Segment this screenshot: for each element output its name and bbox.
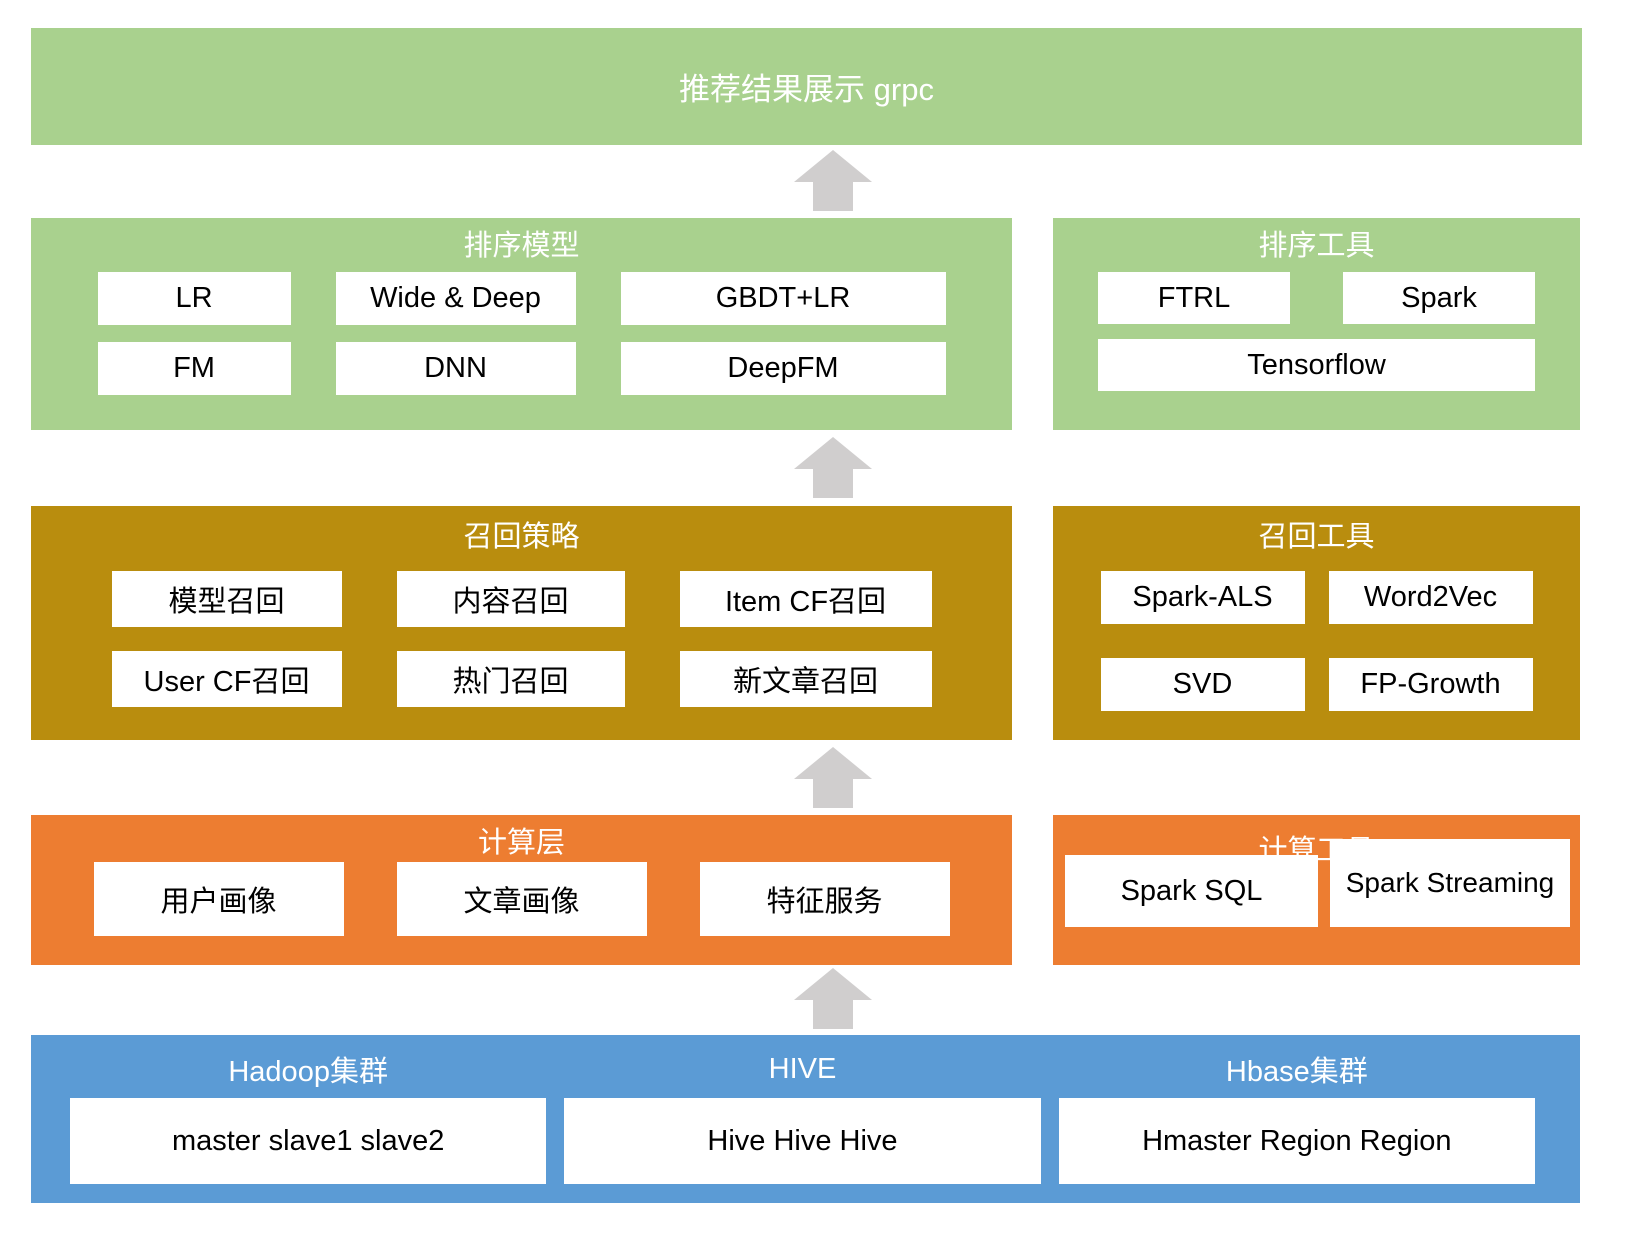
compute-layer-grid: 用户画像 文章画像 特征服务 [31,862,1012,936]
result-display-bar: 推荐结果展示 grpc [31,28,1582,145]
recall-tools-grid: Spark-ALS Word2Vec SVD FP-Growth [1053,571,1580,711]
recall-tools-panel: 召回工具 Spark-ALS Word2Vec SVD FP-Growth [1053,506,1580,740]
recall-tools-title: 召回工具 [1258,521,1375,553]
tool-box-fp-growth: FP-Growth [1328,658,1533,711]
arrow-head [794,747,872,779]
recall-strategies-panel: 召回策略 模型召回 内容召回 Item CF召回 User CF召回 热门召回 … [31,506,1012,740]
arrow-stem [813,1000,853,1029]
hbase-cluster-title: Hbase集群 [1225,1056,1368,1088]
hive-title: HIVE [768,1052,837,1085]
recall-strategies-grid: 模型召回 内容召回 Item CF召回 User CF召回 热门召回 新文章召回 [31,571,1012,707]
recall-box-user-cf: User CF召回 [111,651,342,707]
compute-box-article-profile: 文章画像 [396,862,647,936]
recall-box-hot: 热门召回 [396,651,625,707]
hive-section: HIVE Hive Hive Hive [564,1045,1041,1203]
arrow-head [794,437,872,469]
tool-box-spark-als: Spark-ALS [1100,571,1305,624]
model-box-fm: FM [97,342,291,395]
storage-cluster-band: Hadoop集群 master slave1 slave2 HIVE Hive … [31,1035,1580,1203]
recall-box-item-cf: Item CF召回 [679,571,932,627]
arrow-stem [813,182,853,211]
recall-box-new-article: 新文章召回 [679,651,932,707]
model-box-lr: LR [97,272,291,325]
hadoop-cluster-section: Hadoop集群 master slave1 slave2 [70,1045,547,1203]
ranking-tools-title: 排序工具 [1258,230,1375,262]
tool-box-tensorflow: Tensorflow [1098,339,1535,391]
model-box-deepfm: DeepFM [620,342,946,395]
up-arrow-icon [794,747,872,808]
hadoop-cluster-title: Hadoop集群 [228,1056,388,1088]
hive-nodes-box: Hive Hive Hive [564,1098,1041,1184]
recall-box-content: 内容召回 [396,571,625,627]
compute-box-user-profile: 用户画像 [93,862,344,936]
model-box-wide-deep: Wide & Deep [335,272,576,325]
result-display-title: 推荐结果展示 grpc [679,72,934,107]
ranking-models-title: 排序模型 [463,230,580,262]
hbase-nodes-box: Hmaster Region Region [1058,1098,1535,1184]
tool-box-word2vec: Word2Vec [1328,571,1533,624]
compute-box-feature-service: 特征服务 [699,862,950,936]
hbase-cluster-section: Hbase集群 Hmaster Region Region [1058,1045,1535,1203]
recall-strategies-title: 召回策略 [463,521,580,553]
tool-box-spark: Spark [1343,272,1535,324]
tool-box-ftrl: FTRL [1098,272,1290,324]
up-arrow-icon [794,437,872,498]
compute-tools-panel: 计算工具 Spark SQL Spark Streaming [1053,815,1580,965]
model-box-gbdt-lr: GBDT+LR [620,272,946,325]
ranking-models-grid: LR Wide & Deep GBDT+LR FM DNN DeepFM [31,272,1012,395]
recall-box-model: 模型召回 [111,571,342,627]
arrow-head [794,968,872,1000]
compute-layer-panel: 计算层 用户画像 文章画像 特征服务 [31,815,1012,965]
model-box-dnn: DNN [335,342,576,395]
ranking-models-panel: 排序模型 LR Wide & Deep GBDT+LR FM DNN DeepF… [31,218,1012,430]
hadoop-nodes-box: master slave1 slave2 [70,1098,547,1184]
arrow-stem [813,469,853,498]
arrow-stem [813,779,853,808]
up-arrow-icon [794,150,872,211]
arrow-head [794,150,872,182]
tool-box-svd: SVD [1100,658,1305,711]
ranking-tools-panel: 排序工具 FTRL Spark Tensorflow [1053,218,1580,430]
compute-layer-title: 计算层 [477,827,565,859]
tool-box-spark-sql: Spark SQL [1065,855,1318,927]
ranking-tools-grid: FTRL Spark Tensorflow [1053,272,1580,391]
tool-box-spark-streaming: Spark Streaming [1330,839,1570,927]
up-arrow-icon [794,968,872,1029]
